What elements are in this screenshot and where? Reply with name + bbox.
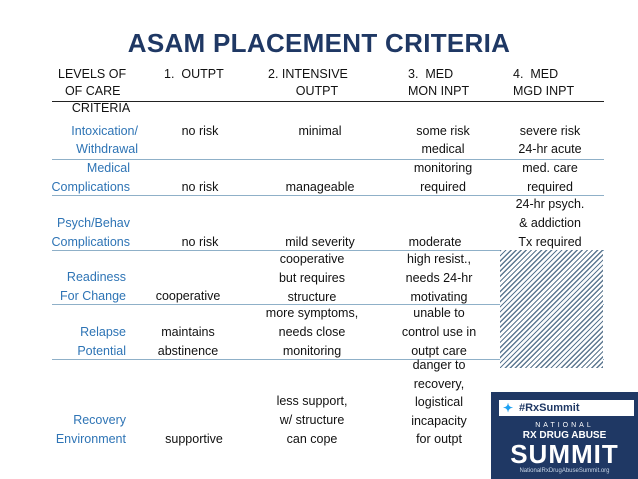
cell-recovery-outpt: supportive — [165, 432, 223, 446]
row-divider — [52, 359, 604, 360]
cell-psych-medmon: moderate — [408, 235, 462, 249]
cell-intoxication-medmgd: severe risk 24-hr acute — [518, 124, 582, 156]
logo-national-text: NATIONAL — [535, 422, 594, 429]
not-applicable-hatch-block — [500, 250, 603, 368]
cell-medical-medmgd: med. care required — [522, 161, 578, 194]
row-label-intoxication: Intoxication/ Withdrawal — [71, 124, 138, 156]
header-outpt: 1. OUTPT — [164, 67, 224, 81]
cell-recovery-intensive: less support, w/ structure can cope — [276, 394, 348, 446]
cell-medical-outpt: no risk — [181, 180, 219, 194]
row-label-relapse: Relapse Potential — [77, 325, 126, 358]
rx-summit-logo: ✦ #RxSummit NATIONAL RX DRUG ABUSE SUMMI… — [491, 392, 638, 479]
page-title: ASAM PLACEMENT CRITERIA — [127, 28, 511, 58]
row-label-medical: Medical Complications — [51, 161, 130, 194]
cell-relapse-medmon: unable to control use in outpt care — [401, 306, 477, 358]
logo-rx-text: RX DRUG ABUSE — [522, 430, 607, 441]
row-divider — [52, 304, 604, 305]
cell-relapse-intensive: more symptoms, needs close monitoring — [265, 306, 359, 358]
logo-summit-text: SUMMIT — [510, 439, 619, 469]
row-divider — [52, 159, 604, 160]
header-levels-of-care: LEVELS OF OF CARE CRITERIA — [58, 67, 131, 115]
cell-psych-intensive: mild severity — [285, 235, 355, 249]
cell-intoxication-outpt: no risk — [181, 124, 219, 138]
cell-intoxication-intensive: minimal — [298, 124, 342, 138]
cell-medical-medmon: monitoring required — [413, 161, 473, 194]
cell-psych-medmgd: 24-hr psych. & addiction Tx required — [515, 197, 585, 249]
header-med-mon-inpt: 3. MED MON INPT — [408, 67, 470, 98]
cell-intoxication-medmon: some risk medical — [416, 124, 470, 156]
cell-recovery-medmon: danger to recovery, logistical incapacit… — [411, 358, 467, 446]
cell-relapse-outpt: maintains abstinence — [157, 325, 219, 358]
header-divider — [52, 101, 604, 102]
row-divider — [52, 250, 604, 251]
cell-readiness-medmon: high resist., needs 24-hr motivating — [405, 252, 473, 304]
hashtag-text: #RxSummit — [519, 402, 580, 414]
row-label-recovery: Recovery Environment — [55, 413, 126, 446]
row-label-psych: Psych/Behav Complications — [51, 216, 130, 249]
row-label-readiness: Readiness For Change — [59, 270, 126, 303]
cell-medical-intensive: manageable — [285, 180, 355, 194]
header-intensive-outpt: 2. INTENSIVE OUTPT — [268, 67, 348, 98]
header-med-mgd-inpt: 4. MED MGD INPT — [513, 67, 575, 98]
cell-readiness-outpt: cooperative — [155, 289, 221, 303]
row-divider — [52, 195, 604, 196]
hashtag-banner: ✦ #RxSummit — [499, 400, 634, 416]
logo-url-text: NationalRxDrugAbuseSummit.org — [519, 468, 610, 474]
twitter-bird-icon: ✦ — [503, 401, 514, 415]
cell-psych-outpt: no risk — [181, 235, 219, 249]
cell-readiness-intensive: cooperative but requires structure — [278, 252, 345, 304]
